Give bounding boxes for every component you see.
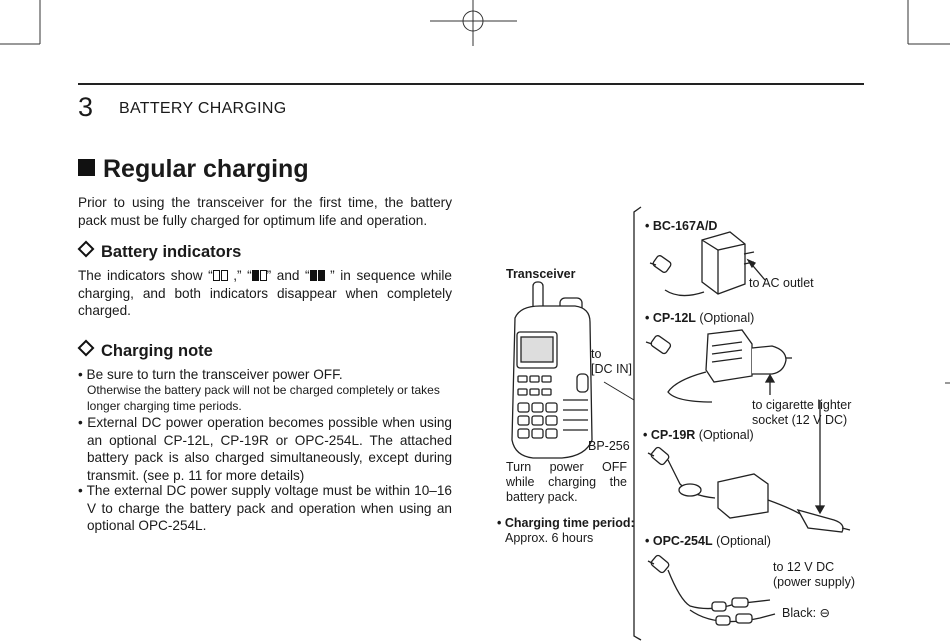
transceiver-label: Transceiver — [506, 267, 576, 282]
battery-indicators-heading: Battery indicators — [77, 240, 242, 262]
cp12l-name: • CP-12L — [645, 311, 696, 325]
bc167-charger-drawing — [649, 231, 766, 297]
battery-label: BP-256 — [588, 439, 630, 453]
charging-note-item-2: • External DC power operation becomes po… — [78, 415, 452, 483]
bc167-name: • BC-167A/D — [645, 219, 718, 233]
square-bullet-icon — [78, 159, 95, 176]
cp12l-optional: (Optional) — [695, 311, 755, 325]
black-wire-label: Black: ⊖ — [782, 606, 830, 620]
cp19r-optional: (Optional) — [695, 428, 754, 442]
battery-half-icon — [251, 270, 267, 281]
dc-supply-label-1: to 12 V DC — [773, 560, 835, 574]
opc254l-label: • OPC-254L (Optional) — [645, 534, 771, 549]
charging-note-item-3: • The external DC power supply voltage m… — [78, 483, 452, 533]
opc254l-optional: (Optional) — [712, 534, 771, 548]
indicators-text-4: ” in sequence while charging, and both i… — [78, 268, 452, 318]
cp12l-label: • CP-12L (Optional) — [645, 311, 754, 326]
cp19r-name: • CP-19R — [643, 428, 696, 442]
dc-supply-label-2: (power supply) — [773, 575, 855, 589]
cigarette-lighter-label-1: to cigarette lighter — [752, 398, 852, 412]
opc254l-name: • OPC-254L — [645, 534, 713, 548]
battery-indicators-title: Battery indicators — [101, 243, 242, 261]
indicators-text-2: ,” “ — [227, 268, 252, 283]
ac-outlet-label: to AC outlet — [749, 276, 814, 290]
indicators-text-1: The indicators show “ — [78, 268, 213, 283]
charging-note-item-1: • Be sure to turn the transceiver power … — [78, 367, 343, 382]
section-title-text: Regular charging — [103, 155, 309, 183]
dc-in-label-1: to — [591, 347, 602, 361]
intro-paragraph: Prior to using the transceiver for the f… — [78, 195, 452, 228]
opc254l-cable-drawing — [647, 554, 776, 626]
charging-note-title: Charging note — [101, 342, 213, 360]
section-title: Regular charging — [78, 155, 309, 184]
bracket-line — [603, 206, 642, 641]
bc167-label: • BC-167A/D — [645, 219, 717, 234]
charging-time-title: • Charging time period: — [497, 516, 635, 531]
chapter-number: 3 — [78, 92, 94, 122]
battery-full-icon — [309, 270, 325, 281]
indicators-text-3: ” and “ — [266, 268, 310, 283]
charging-time-value: Approx. 6 hours — [505, 531, 594, 545]
battery-indicators-paragraph: The indicators show “ ,” “ ” and “ ” in s… — [78, 267, 452, 320]
charging-time-title-text: • Charging time period: — [497, 516, 635, 530]
chapter-title: BATTERY CHARGING — [119, 100, 287, 117]
battery-empty-icon — [212, 270, 228, 281]
cigarette-lighter-label-2: socket (12 V DC) — [752, 413, 848, 427]
header-rule — [78, 83, 864, 85]
charging-note-heading: Charging note — [77, 339, 213, 361]
power-off-note: Turn power OFF while charging the batter… — [506, 460, 627, 504]
cp12l-adapter-drawing — [645, 329, 792, 403]
transceiver-drawing — [511, 281, 593, 459]
cp19r-cable-drawing — [647, 400, 851, 533]
charging-note-item-1-detail: Otherwise the battery pack will not be c… — [87, 383, 440, 413]
transceiver-label-text: Transceiver — [506, 267, 576, 281]
cp19r-label: • CP-19R (Optional) — [643, 428, 754, 443]
dc-in-label-2: [DC IN] — [591, 362, 632, 376]
